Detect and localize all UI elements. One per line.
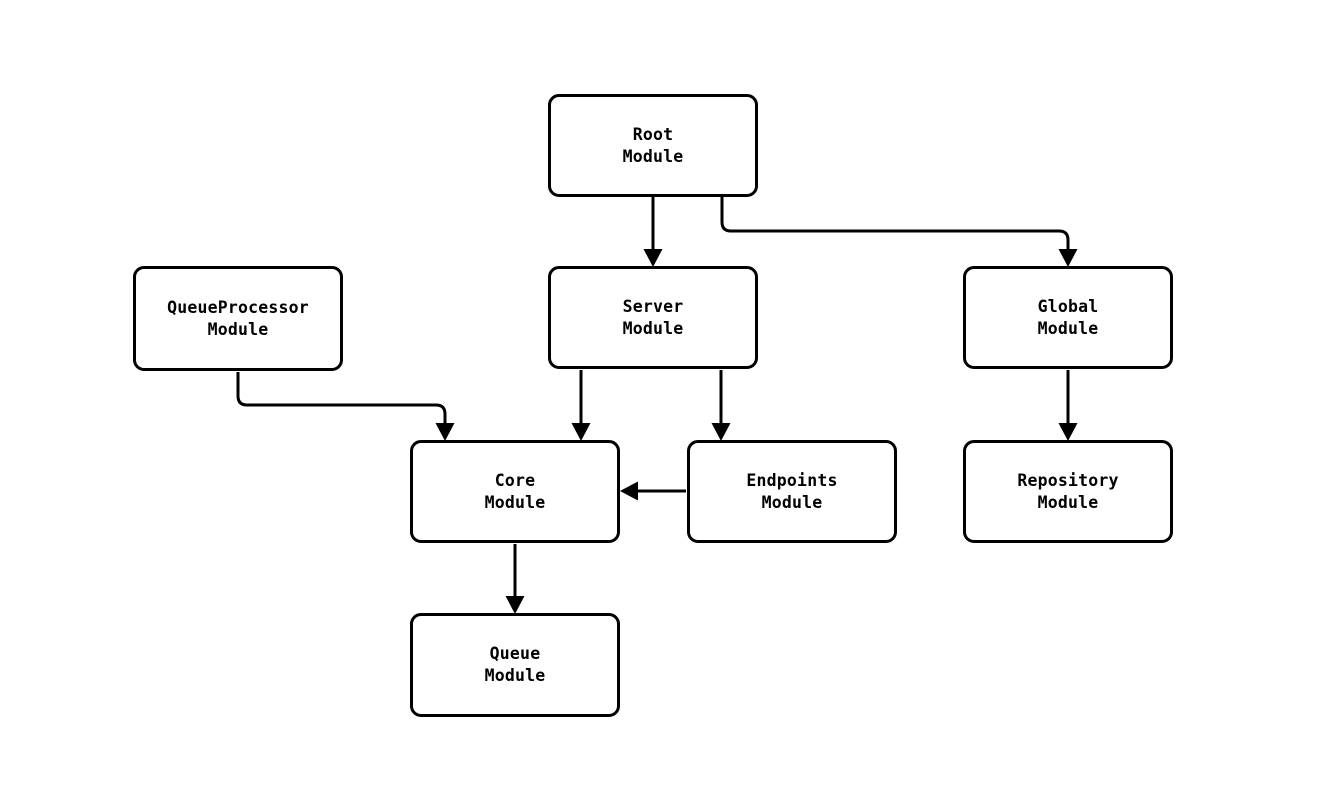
edge-endpoints-core bbox=[620, 481, 686, 501]
node-global-module-line1: Global bbox=[1037, 296, 1099, 316]
node-core-module[interactable]: Core Module bbox=[410, 440, 620, 543]
edge-core-queue bbox=[505, 544, 525, 614]
node-queue-module-line1: Queue bbox=[489, 644, 541, 663]
edge-root-server bbox=[643, 197, 663, 267]
edge-global-repository bbox=[1058, 370, 1078, 441]
node-server-module-line2: Module bbox=[622, 318, 684, 338]
node-queueprocessor-module-line1: QueueProcessor bbox=[167, 297, 309, 317]
node-repository-module[interactable]: Repository Module bbox=[963, 440, 1173, 543]
node-queue-module-line2: Module bbox=[484, 666, 546, 685]
edge-server-core bbox=[571, 370, 591, 441]
node-server-module-line1: Server bbox=[622, 296, 684, 316]
edge-server-endpoints bbox=[711, 370, 731, 441]
node-endpoints-module-line1: Endpoints bbox=[746, 470, 838, 490]
node-repository-module-line2: Module bbox=[1037, 492, 1099, 512]
node-queueprocessor-module[interactable]: QueueProcessor Module bbox=[133, 266, 343, 371]
node-repository-module-line1: Repository bbox=[1017, 470, 1119, 490]
edge-root-global bbox=[720, 197, 1078, 267]
node-root-module-line2: Module bbox=[622, 146, 684, 166]
node-root-module-line1: Root bbox=[632, 124, 674, 144]
edge-queueprocessor-core bbox=[236, 372, 455, 441]
node-queue-module[interactable]: Queue Module bbox=[410, 613, 620, 717]
node-queueprocessor-module-line2: Module bbox=[207, 319, 269, 339]
node-global-module-line2: Module bbox=[1037, 318, 1099, 338]
node-core-module-line1: Core bbox=[494, 470, 536, 490]
node-endpoints-module[interactable]: Endpoints Module bbox=[687, 440, 897, 543]
node-server-module[interactable]: Server Module bbox=[548, 266, 758, 369]
node-global-module[interactable]: Global Module bbox=[963, 266, 1173, 369]
node-root-module[interactable]: Root Module bbox=[548, 94, 758, 197]
node-endpoints-module-line2: Module bbox=[761, 492, 823, 512]
node-core-module-line2: Module bbox=[484, 492, 546, 512]
